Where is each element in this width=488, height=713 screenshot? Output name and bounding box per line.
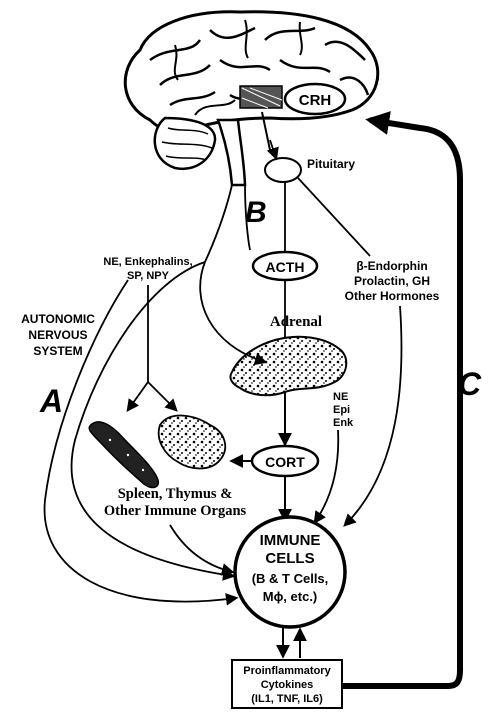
enk-label: Enk [333, 417, 354, 429]
other-hormones-label: Other Hormones [345, 289, 440, 303]
macrophage-label: Mϕ, etc.) [263, 589, 318, 604]
panel-a-label: A [39, 383, 63, 419]
pituitary-label: Pituitary [307, 157, 355, 171]
cytokine-list-label: (IL1, TNF, IL6) [251, 693, 323, 705]
nerve-line-1 [205, 185, 232, 262]
sp-npy-label: SP, NPY [127, 270, 170, 282]
ne-enkephalins-label: NE, Enkephalins, [103, 256, 192, 268]
spleen-illustration [89, 422, 158, 488]
adrenal-gland [230, 337, 346, 395]
cells-label: CELLS [265, 550, 314, 567]
adrenal-label: Adrenal [270, 314, 322, 330]
nervous-label: NERVOUS [28, 328, 87, 342]
prolactin-label: Prolactin, GH [354, 274, 430, 288]
ne-label: NE [333, 391, 348, 403]
ans-pathway-1 [72, 262, 233, 576]
thymus-illustration [159, 416, 226, 469]
endorphin-label: β-Endorphin [356, 259, 427, 273]
proinflammatory-label: Proinflammatory [243, 665, 331, 677]
bt-cells-label: (B & T Cells, [252, 571, 329, 586]
autonomic-label: AUTONOMIC [21, 312, 95, 326]
pituitary-gland [265, 158, 301, 182]
acth-label: ACTH [266, 259, 305, 275]
system-label: SYSTEM [33, 344, 82, 358]
cort-label: CORT [265, 454, 305, 470]
immune-organs-label: Other Immune Organs [104, 503, 247, 519]
spleen-label: Spleen, Thymus & [118, 486, 233, 502]
cytokines-label: Cytokines [261, 679, 314, 691]
feedback-loop-c [342, 120, 460, 686]
epi-label: Epi [333, 404, 350, 416]
crh-label: CRH [299, 92, 332, 109]
panel-b-label: B [245, 196, 267, 229]
immune-label: IMMUNE [260, 532, 321, 549]
